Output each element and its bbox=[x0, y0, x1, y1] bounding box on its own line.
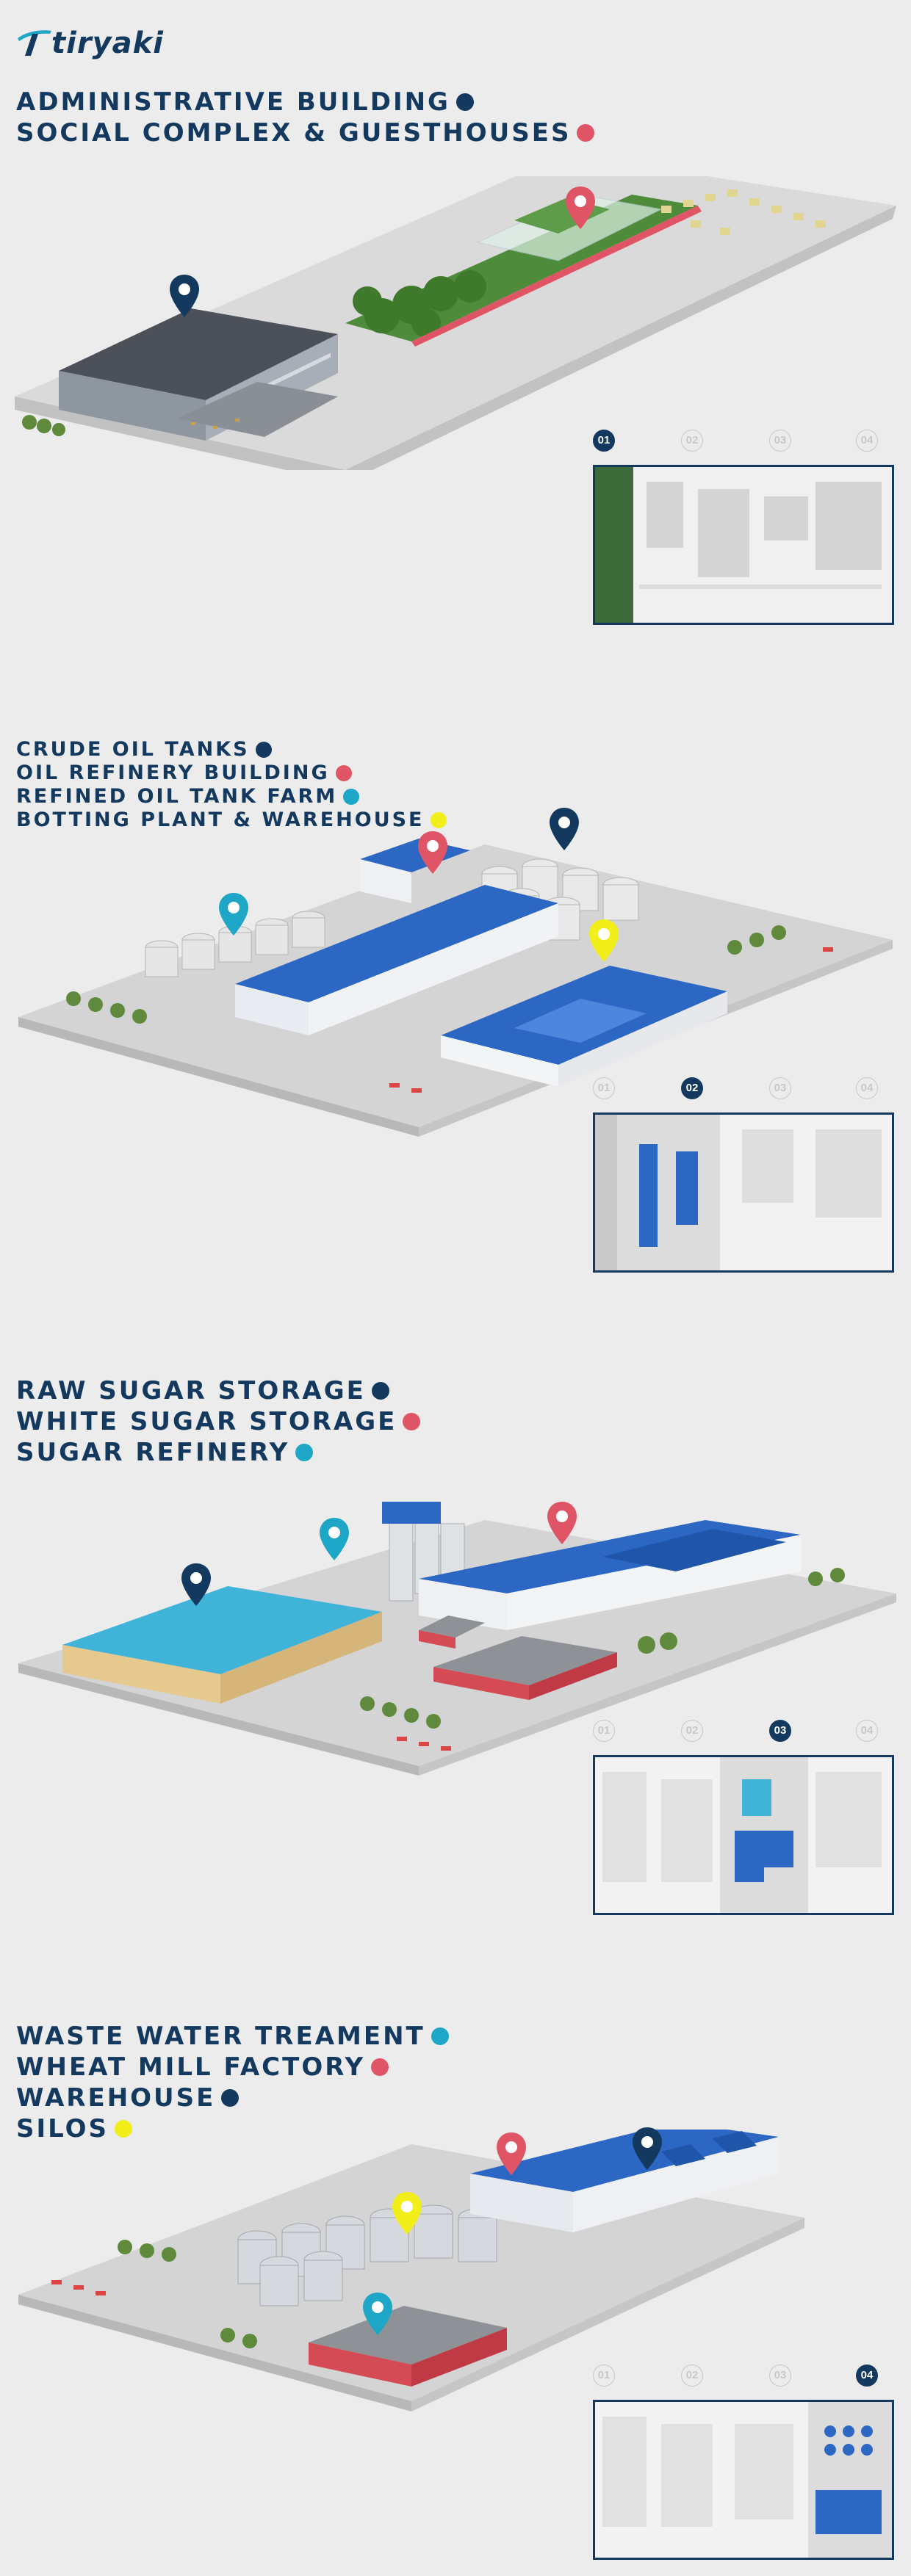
minimap-tab-03[interactable]: 03 bbox=[769, 1720, 791, 1742]
minimap-tab-04[interactable]: 04 bbox=[856, 430, 878, 452]
minimap-tab-03[interactable]: 03 bbox=[769, 430, 791, 452]
legend-item: WHITE SUGAR STORAGE bbox=[16, 1406, 421, 1437]
warehouse-pin-icon bbox=[633, 2127, 662, 2170]
minimap-tab-03[interactable]: 03 bbox=[769, 1077, 791, 1099]
section-4-legend: WASTE WATER TREAMENT WHEAT MILL FACTORY … bbox=[16, 2021, 449, 2144]
section-4-minimap: 01 02 03 04 bbox=[593, 2365, 894, 2560]
minimap-tab-04[interactable]: 04 bbox=[856, 1720, 878, 1742]
crude-oil-tanks-pin-icon bbox=[550, 808, 579, 850]
minimap-tab-02[interactable]: 02 bbox=[681, 1077, 703, 1099]
minimap-tab-04[interactable]: 04 bbox=[856, 2365, 878, 2387]
navy-marker-dot bbox=[255, 742, 272, 758]
red-marker-dot bbox=[371, 2058, 389, 2076]
legend-item: SILOS bbox=[16, 2113, 449, 2144]
minimap-tab-03[interactable]: 03 bbox=[769, 2365, 791, 2387]
legend-item: SOCIAL COMPLEX & GUESTHOUSES bbox=[16, 117, 595, 148]
site-plan-map bbox=[593, 2400, 894, 2560]
site-plan-map bbox=[593, 1112, 894, 1273]
legend-item: OIL REFINERY BUILDING bbox=[16, 761, 447, 785]
legend-item: WHEAT MILL FACTORY bbox=[16, 2052, 449, 2083]
site-plan-drawing bbox=[595, 2402, 892, 2558]
legend-item: RAW SUGAR STORAGE bbox=[16, 1375, 420, 1406]
raw-sugar-storage-pin-icon bbox=[181, 1563, 211, 1606]
legend-item: WAREHOUSE bbox=[16, 2083, 449, 2113]
legend-item: REFINED OIL TANK FARM bbox=[16, 785, 447, 808]
brand-name: tiryaki bbox=[51, 26, 164, 60]
minimap-tab-02[interactable]: 02 bbox=[681, 1720, 703, 1742]
sugar-facility-illustration bbox=[18, 1502, 896, 1776]
tiryaki-logo: tiryaki bbox=[16, 22, 170, 66]
red-marker-dot bbox=[335, 765, 352, 781]
silos-pin-icon bbox=[392, 2192, 422, 2235]
site-plan-drawing bbox=[595, 467, 892, 623]
section-1-legend: ADMINISTRATIVE BUILDING SOCIAL COMPLEX &… bbox=[16, 87, 595, 148]
minimap-tab-01[interactable]: 01 bbox=[593, 430, 615, 452]
minimap-tab-01[interactable]: 01 bbox=[593, 1077, 615, 1099]
section-2-minimap: 01 02 03 04 bbox=[593, 1077, 894, 1273]
social-complex-pin-icon bbox=[566, 187, 595, 229]
legend-item: CRUDE OIL TANKS bbox=[16, 738, 447, 761]
cyan-marker-dot bbox=[343, 789, 360, 805]
minimap-tab-02[interactable]: 02 bbox=[681, 430, 703, 452]
section-2-legend: CRUDE OIL TANKS OIL REFINERY BUILDING RE… bbox=[16, 738, 447, 832]
minimap-tab-04[interactable]: 04 bbox=[856, 1077, 878, 1099]
refined-oil-tank-farm-pin-icon bbox=[219, 893, 248, 936]
yellow-marker-dot bbox=[430, 812, 447, 828]
red-marker-dot bbox=[403, 1413, 421, 1430]
site-plan-drawing bbox=[595, 1115, 892, 1270]
cyan-marker-dot bbox=[431, 2027, 449, 2045]
legend-item: ADMINISTRATIVE BUILDING bbox=[16, 87, 594, 117]
minimap-tab-01[interactable]: 01 bbox=[593, 2365, 615, 2387]
logo-swoosh-icon bbox=[18, 30, 51, 56]
section-3-minimap: 01 02 03 04 bbox=[593, 1720, 894, 1915]
administrative-campus-illustration bbox=[15, 176, 896, 470]
section-1-minimap: 01 02 03 04 bbox=[593, 430, 894, 625]
administrative-building-pin-icon bbox=[170, 275, 199, 317]
legend-item: BOTTING PLANT & WAREHOUSE bbox=[16, 808, 447, 832]
oil-refinery-illustration bbox=[18, 839, 893, 1137]
bottling-plant-pin-icon bbox=[589, 919, 619, 962]
legend-item: SUGAR REFINERY bbox=[16, 1437, 420, 1468]
cyan-marker-dot bbox=[295, 1444, 314, 1461]
navy-marker-dot bbox=[371, 1382, 389, 1400]
minimap-tab-01[interactable]: 01 bbox=[593, 1720, 615, 1742]
waste-water-treatment-pin-icon bbox=[363, 2293, 392, 2335]
site-plan-map bbox=[593, 1755, 894, 1915]
yellow-marker-dot bbox=[114, 2120, 132, 2138]
wheat-mill-factory-pin-icon bbox=[497, 2132, 526, 2175]
minimap-tab-02[interactable]: 02 bbox=[681, 2365, 703, 2387]
navy-marker-dot bbox=[221, 2089, 240, 2107]
sugar-refinery-pin-icon bbox=[320, 1518, 349, 1560]
white-sugar-storage-pin-icon bbox=[547, 1502, 577, 1544]
site-plan-map bbox=[593, 465, 894, 625]
oil-refinery-pin-icon bbox=[418, 831, 447, 874]
wheat-mill-illustration bbox=[18, 2130, 804, 2412]
red-marker-dot bbox=[577, 124, 595, 142]
navy-marker-dot bbox=[455, 93, 474, 111]
legend-item: WASTE WATER TREAMENT bbox=[16, 2021, 449, 2052]
section-3-legend: RAW SUGAR STORAGE WHITE SUGAR STORAGE SU… bbox=[16, 1375, 421, 1468]
site-plan-drawing bbox=[595, 1757, 892, 1913]
